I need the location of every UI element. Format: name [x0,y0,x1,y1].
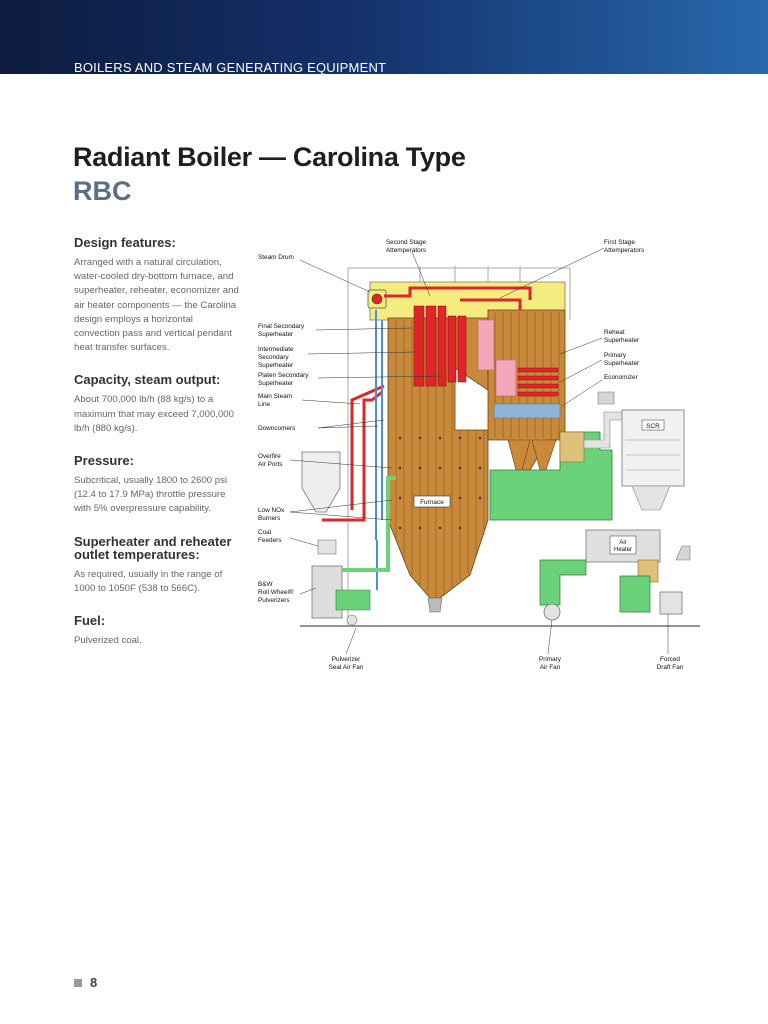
forced-draft-duct [619,575,651,613]
air-heater-label-line1: Air [619,540,626,546]
page-subtitle: RBC [73,176,132,206]
callout-labels: Second Stage Attemperators First Stage A… [258,239,684,671]
feature-outlet-temperatures: Superheater and reheater outlet temperat… [74,535,240,596]
label-primary-sh-line1: Primary [604,352,627,359]
label-second-stage-line1: Second Stage [386,239,427,246]
furnace-label-box [413,495,451,508]
forced-draft-fan-inlet [675,545,691,561]
support-frame [347,266,571,626]
label-first-stage-line2: Attemperators [604,247,644,254]
water-downcomers [375,310,383,590]
primary-air-duct [539,559,587,606]
label-coal-feeders-line1: Coal [258,529,271,536]
feature-heading: Capacity, steam output: [74,372,221,388]
label-first-stage-line1: First Stage [604,239,635,246]
boiler-diagram: Furnace [250,232,700,678]
feature-heading: Pressure: [74,453,134,469]
footer-square-icon [74,978,82,987]
label-intermediate-line2: Secondary [258,354,289,361]
air-heater-label-line2: Heater [614,547,632,553]
label-steam-drum: Steam Drum [258,254,294,261]
label-overfire-line2: Air Ports [258,461,283,468]
scr-ammonia-injection [597,391,615,405]
boiler-diagram-svg: Furnace [258,239,700,671]
reheater-coils [477,319,495,371]
coal-pipe [342,476,396,572]
label-intermediate-line3: Superheater [258,362,294,369]
label-final-secondary-line2: Superheater [258,331,294,338]
header-band [0,0,768,74]
label-seal-air-fan-line2: Seal Air Fan [329,664,364,671]
page-footer: 8 [74,975,97,990]
scr-outlet-hopper [631,485,671,511]
coal-silo [301,451,341,513]
callout-leader-lines [289,247,669,655]
label-final-secondary-line1: Final Secondary [258,323,305,330]
economizer-outlet-duct [559,431,585,463]
feature-text: About 700,000 lb/h (88 kg/s) to a maximu… [74,394,234,434]
primary-air-fan-shape [543,603,561,621]
primary-superheater-coils [517,367,559,397]
label-main-steam-line2: Line [258,401,271,408]
label-main-steam-line1: Main Steam [258,393,292,400]
label-platen-line1: Platen Secondary [258,372,309,379]
forced-draft-fan-shape [659,591,683,615]
label-reheat-line1: Reheat [604,329,625,336]
label-pulverizers-line2: Roll Wheel® [258,588,294,596]
scr-label-box [641,419,665,431]
label-primary-air-fan-line2: Air Fan [540,664,561,671]
label-reheat-line2: Superheater [604,337,640,344]
ash-hopper [427,597,443,613]
label-low-nox-line2: Burners [258,515,280,522]
feature-text: As required, usually in the range of 100… [74,568,223,594]
seal-air-fan-shape [346,614,358,626]
page-number: 8 [90,975,98,990]
label-economizer: Economizer [604,374,639,381]
coal-feeder-shape [317,539,337,555]
label-pulverizers-line1: B&W [258,581,274,588]
reheater-coils-lower [495,359,517,397]
furnace-label: Furnace [420,499,444,506]
feature-fuel: Fuel: Pulverized coal. [74,614,240,648]
label-primary-air-fan-line1: Primary [539,656,562,663]
steam-drum-head [371,293,383,305]
label-primary-sh-line2: Superheater [604,360,640,367]
feature-text: Subcritical, usually 1800 to 2600 psi (1… [74,475,228,515]
label-forced-draft-line2: Draft Fan [657,664,684,671]
label-downcomers: Downcomers [258,425,295,432]
feature-pressure: Pressure: Subcritical, usually 1800 to 2… [74,454,240,517]
scr-label: SCR [646,423,660,430]
page-title: Radiant Boiler — Carolina Type [73,142,466,172]
feature-design: Design features: Arranged with a natural… [74,236,240,355]
section-label: BOILERS AND STEAM GENERATING EQUIPMENT [74,60,387,75]
label-forced-draft-line1: Forced [660,656,680,663]
secondary-superheater-pendants [413,305,467,387]
label-seal-air-fan-line1: Pulverizer [332,656,361,663]
feature-list: Design features: Arranged with a natural… [74,236,240,666]
header-divider [0,74,768,78]
pulverizer-air-duct [335,589,371,611]
feature-capacity: Capacity, steam output: About 700,000 lb… [74,373,240,436]
label-pulverizers-line3: Pulverizers [258,597,290,604]
label-overfire-line1: Overfire [258,453,281,460]
economizer-bank [493,403,561,419]
feature-text: Pulverized coal. [74,635,142,647]
feature-heading: Design features: [74,235,176,250]
scr-catalyst-layers [626,439,680,471]
label-second-stage-line2: Attemperators [386,247,426,254]
scr-inlet-duct [583,411,623,449]
label-low-nox-line1: Low NOx [258,507,285,514]
label-platen-line2: Superheater [258,380,294,387]
feature-text: Arranged with a natural circulation, wat… [74,257,239,354]
label-intermediate-line1: Intermediate [258,346,294,353]
label-coal-feeders-line2: Feeders [258,537,281,544]
feature-heading: Superheater and reheater outlet temperat… [74,533,232,562]
feature-heading: Fuel: [74,613,106,629]
air-heater-label-box [609,535,637,555]
